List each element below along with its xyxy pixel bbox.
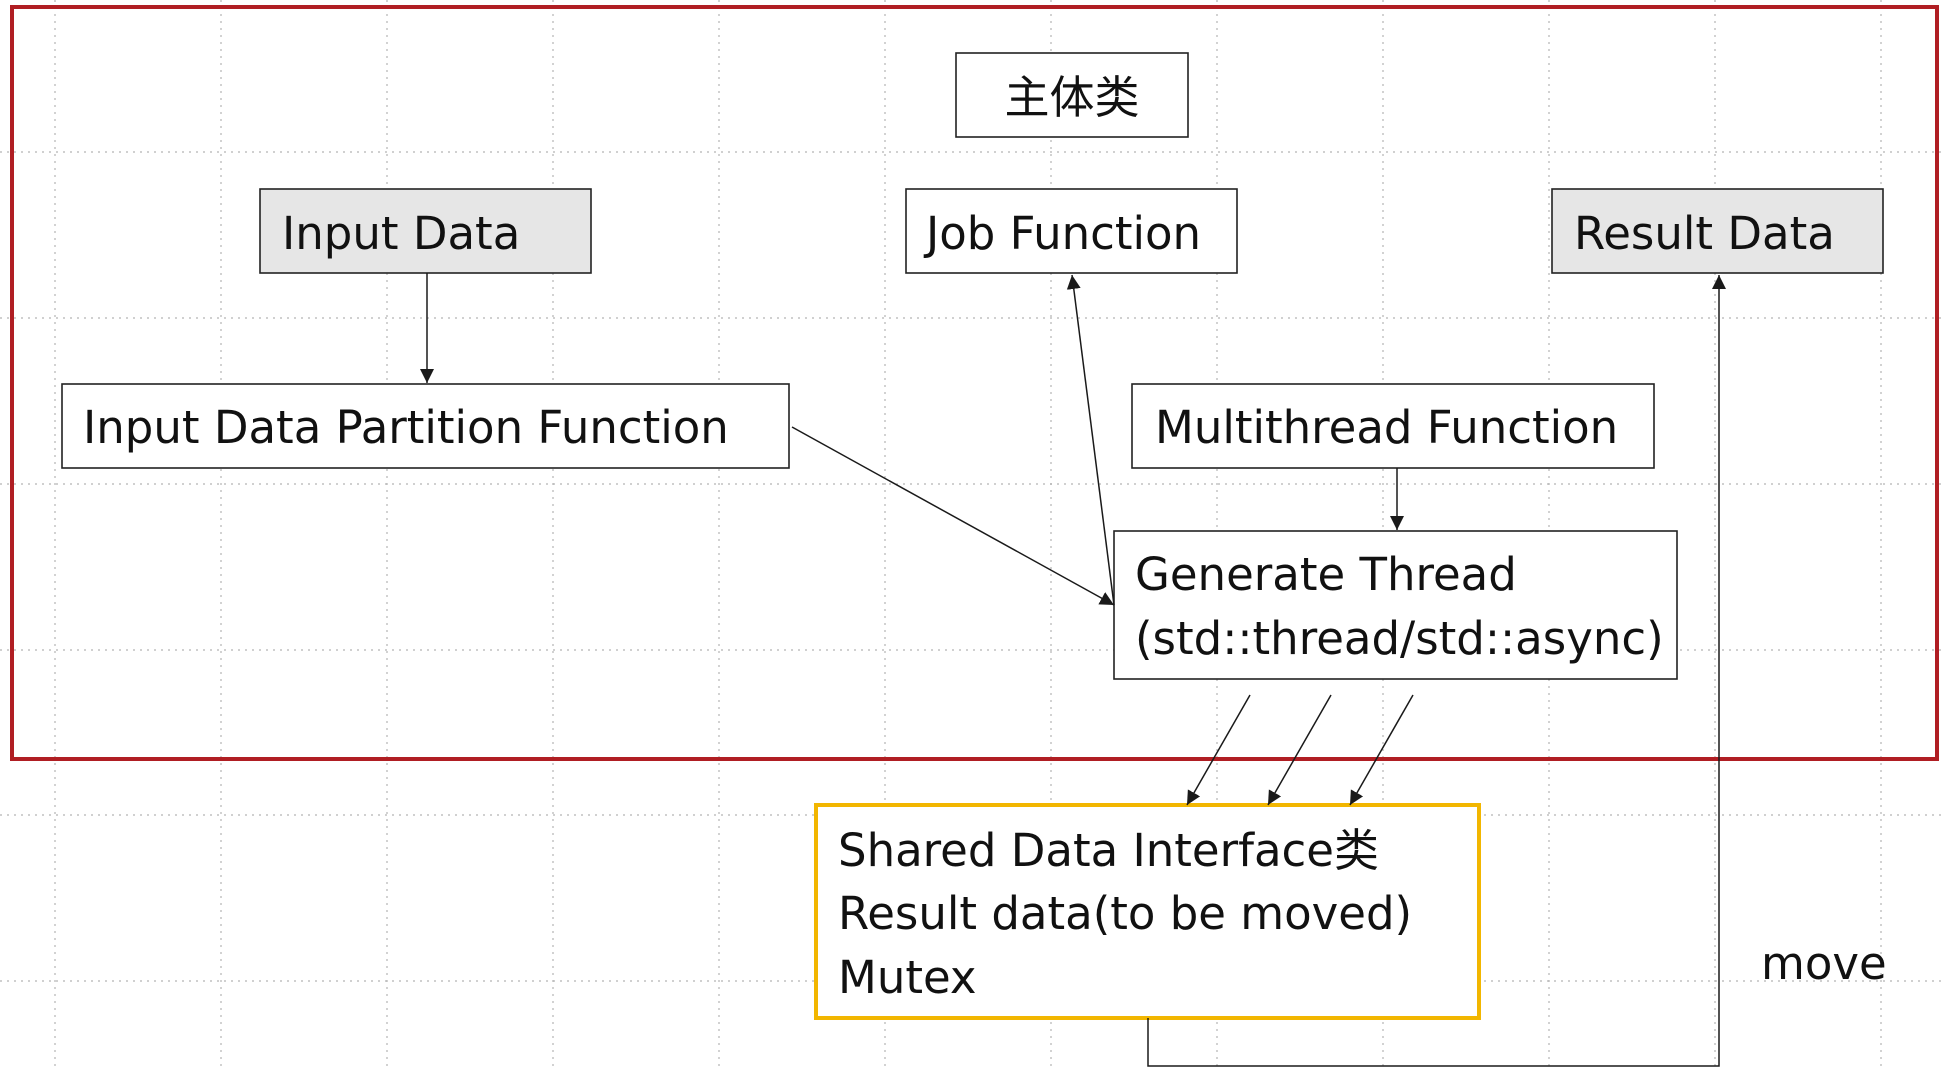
edge-thread-to-shared-1 <box>1186 694 1251 806</box>
result-data-node[interactable]: Result Data <box>1551 188 1884 274</box>
multithread-function-node[interactable]: Multithread Function <box>1131 383 1655 469</box>
input-data-node[interactable]: Input Data <box>259 188 592 274</box>
shared-data-interface-line2: Result data(to be moved) <box>838 887 1412 940</box>
input-data-text: Input Data <box>282 207 520 260</box>
shared-data-interface-line1: Shared Data Interface类 <box>838 824 1379 877</box>
generate-thread-line1: Generate Thread <box>1135 548 1517 601</box>
main-class-title-text: 主体类 <box>1004 71 1139 124</box>
partition-function-node[interactable]: Input Data Partition Function <box>61 383 790 469</box>
edge-shared-to-result-move <box>1147 275 1726 1067</box>
shared-data-interface-line3: Mutex <box>838 951 977 1004</box>
edge-thread-to-shared-2 <box>1267 694 1332 806</box>
move-label: move <box>1761 937 1887 990</box>
shared-data-interface-node[interactable]: Shared Data Interface类 Result data(to be… <box>814 803 1481 1020</box>
edge-generate-to-job-function <box>1066 274 1115 606</box>
generate-thread-node[interactable]: Generate Thread (std::thread/std::async) <box>1113 530 1678 680</box>
edge-thread-to-shared-3 <box>1349 694 1414 806</box>
multithread-function-text: Multithread Function <box>1155 401 1618 454</box>
result-data-text: Result Data <box>1574 207 1835 260</box>
job-function-text: Job Function <box>923 207 1201 260</box>
main-class-title-node[interactable]: 主体类 <box>955 52 1189 138</box>
edge-partition-to-generate <box>791 426 1115 606</box>
job-function-node[interactable]: Job Function <box>905 188 1238 274</box>
generate-thread-line2: (std::thread/std::async) <box>1135 612 1664 665</box>
main-class-container <box>10 5 1939 761</box>
partition-function-text: Input Data Partition Function <box>83 401 729 454</box>
